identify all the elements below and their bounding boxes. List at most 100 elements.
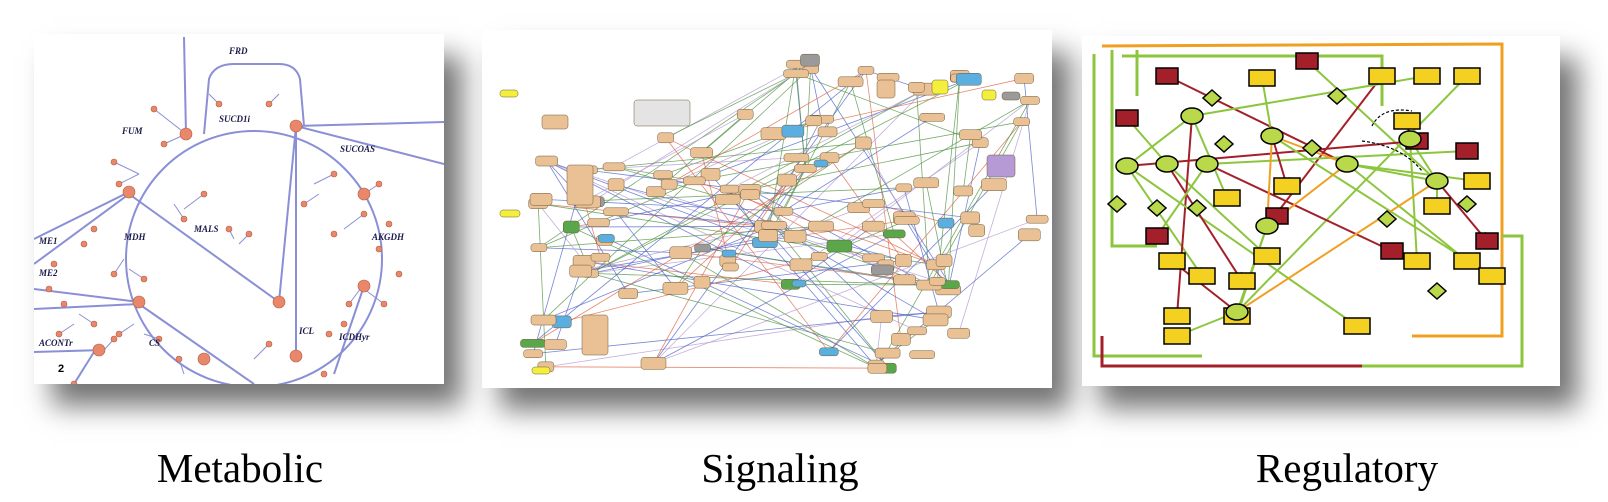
signaling-node	[530, 243, 548, 252]
signaling-node	[794, 164, 817, 173]
regulatory-red-box	[1155, 67, 1179, 85]
signaling-edge	[818, 256, 882, 317]
frd-loop-edge	[203, 63, 305, 135]
regulatory-hub-ellipse	[1398, 130, 1422, 148]
metabolite-node	[110, 270, 118, 278]
metabolite-node	[320, 370, 328, 378]
regulatory-network-diagram	[1092, 42, 1524, 368]
regulatory-diamond	[1213, 134, 1235, 154]
regulatory-yellow-box	[1163, 327, 1191, 345]
signaling-edge	[543, 67, 811, 321]
signaling-node	[660, 178, 678, 190]
metabolite-node	[70, 380, 78, 384]
signaling-edge	[545, 366, 889, 369]
regulatory-yellow-box	[1188, 267, 1216, 285]
regulatory-edge	[1206, 163, 1394, 253]
metabolite-node	[375, 180, 383, 188]
regulatory-yellow-box	[1413, 67, 1441, 85]
signaling-node	[499, 209, 521, 218]
signaling-edge	[665, 73, 797, 139]
tca-cycle-edge	[125, 130, 383, 384]
signaling-node	[947, 327, 970, 339]
signaling-edge	[903, 187, 940, 313]
regulatory-yellow-box	[1158, 252, 1186, 270]
regulatory-edge	[1305, 59, 1438, 182]
signaling-node	[913, 177, 939, 189]
signaling-edge	[665, 137, 830, 353]
green-feedback-loop	[1092, 54, 1202, 358]
metabolite-node	[90, 320, 98, 328]
signaling-node	[937, 217, 955, 229]
signaling-node	[544, 339, 567, 350]
signaling-node	[700, 168, 721, 181]
regulatory-edge	[1258, 76, 1273, 137]
regulatory-hub-ellipse	[1260, 127, 1284, 145]
metabolite-node	[340, 320, 348, 328]
metabolite-node	[50, 260, 58, 268]
regulatory-edge	[1234, 225, 1268, 314]
reaction-label: ME1	[38, 236, 58, 246]
signaling-node	[693, 275, 711, 289]
signaling-node	[653, 170, 673, 180]
signaling-node	[523, 349, 543, 359]
right-edge-1	[295, 121, 444, 127]
signaling-node	[929, 277, 946, 286]
signaling-node	[908, 82, 925, 93]
metabolite-node	[45, 285, 53, 293]
regulatory-hub-ellipse	[1155, 155, 1179, 173]
signaling-edge	[606, 238, 889, 369]
signaling-node	[981, 89, 997, 101]
signaling-network-diagram	[499, 53, 1049, 375]
mals-edge	[128, 193, 280, 303]
signaling-edge	[680, 252, 878, 369]
signaling-edge	[790, 225, 874, 285]
reaction-label: SUCOAS	[340, 144, 375, 154]
regulatory-edge	[1346, 163, 1469, 263]
regulatory-hub-ellipse	[1335, 155, 1359, 173]
regulatory-diamond	[1106, 194, 1128, 214]
regulatory-yellow-box	[1478, 267, 1506, 285]
orange-feedback-loop	[1101, 42, 1504, 338]
regulatory-diamond	[1301, 138, 1323, 158]
signaling-node	[602, 162, 626, 172]
regulatory-edge	[1166, 163, 1244, 283]
signaling-edge	[810, 67, 822, 120]
signaling-node	[1001, 91, 1021, 101]
regulatory-edge	[1346, 163, 1439, 185]
signaling-node	[529, 193, 553, 206]
signaling-node	[981, 178, 1007, 191]
signaling-node	[736, 109, 754, 120]
metabolite-node	[180, 215, 188, 223]
signaling-edge	[850, 81, 895, 235]
me2-edge	[34, 193, 130, 265]
signaling-edge	[675, 168, 806, 289]
regulatory-yellow-box	[1213, 189, 1241, 207]
reaction-label: ICDHyr	[338, 332, 370, 342]
regulatory-diamond	[1456, 194, 1478, 214]
signaling-node	[714, 193, 741, 205]
regulatory-yellow-box	[1463, 172, 1491, 190]
signaling-edge	[862, 142, 908, 221]
metabolite-node	[115, 330, 123, 338]
signaling-node	[1014, 73, 1034, 84]
metabolite-node	[225, 225, 233, 233]
signaling-edge	[538, 247, 681, 254]
signaling-node	[800, 53, 820, 67]
signaling-node	[956, 73, 982, 86]
reaction-label: CS	[149, 338, 160, 348]
me1-edge	[34, 191, 130, 240]
reaction-label: ME2	[38, 268, 58, 278]
metabolite-node	[132, 295, 146, 309]
signaling-edge	[893, 233, 951, 285]
signaling-edge	[925, 182, 949, 290]
signaling-node	[694, 243, 711, 253]
signaling-node	[959, 129, 982, 140]
signaling-edge	[590, 272, 888, 354]
signaling-edge	[583, 261, 936, 321]
signaling-node	[870, 310, 893, 323]
metabolite-node	[122, 185, 136, 199]
regulatory-yellow-box	[1453, 252, 1481, 270]
reaction-label: AKGDH	[371, 232, 405, 242]
signaling-node	[662, 282, 689, 295]
signaling-node	[607, 178, 625, 192]
